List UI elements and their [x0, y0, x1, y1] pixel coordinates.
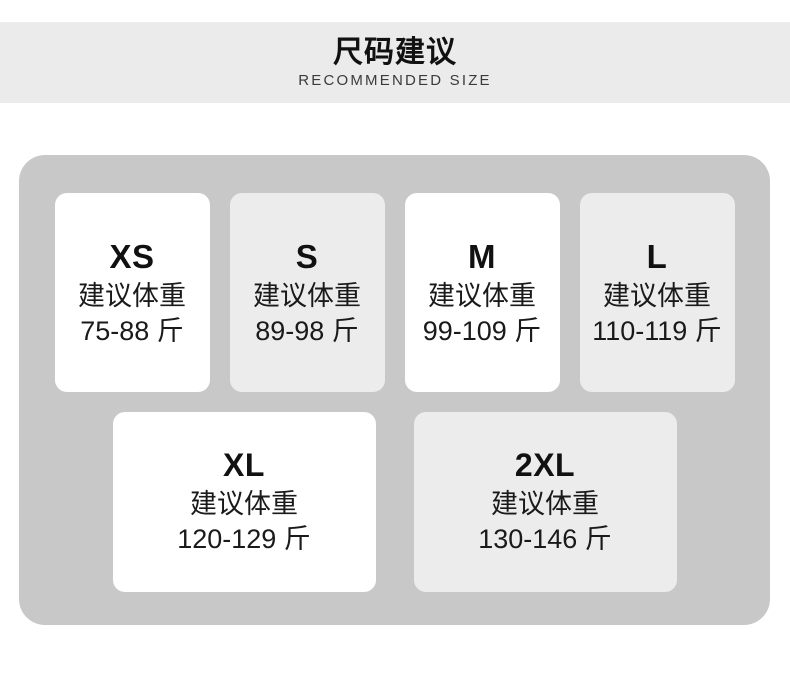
size-card-m[interactable]: M 建议体重 99-109 斤: [404, 193, 560, 392]
page-header: 尺码建议 RECOMMENDED SIZE: [0, 22, 790, 103]
size-card-xs[interactable]: XS 建议体重 75-88 斤: [54, 193, 210, 392]
weight-hint-label: 建议体重: [190, 488, 298, 519]
size-chart-panel: XS 建议体重 75-88 斤 S 建议体重 89-98 斤 M 建议体重 99…: [19, 155, 770, 625]
weight-hint-label: 建议体重: [253, 280, 361, 311]
weight-hint-label: 建议体重: [491, 488, 599, 519]
size-card-2xl[interactable]: 2XL 建议体重 130-146 斤: [413, 412, 677, 592]
size-label: S: [295, 237, 319, 275]
weight-range-value: 89-98 斤: [255, 316, 359, 347]
size-card-s[interactable]: S 建议体重 89-98 斤: [229, 193, 385, 392]
weight-range-value: 130-146 斤: [478, 524, 612, 555]
size-card-l[interactable]: L 建议体重 110-119 斤: [579, 193, 735, 392]
weight-hint-label: 建议体重: [603, 280, 711, 311]
size-label: M: [468, 237, 496, 275]
size-card-xl[interactable]: XL 建议体重 120-129 斤: [112, 412, 376, 592]
size-row-bottom: XL 建议体重 120-129 斤 2XL 建议体重 130-146 斤: [38, 412, 751, 592]
size-label: XL: [223, 446, 265, 483]
size-label: L: [646, 237, 668, 275]
weight-range-value: 120-129 斤: [177, 524, 311, 555]
size-label: 2XL: [514, 446, 576, 483]
weight-hint-label: 建议体重: [78, 280, 186, 311]
weight-hint-label: 建议体重: [428, 280, 536, 311]
size-label: XS: [109, 237, 155, 275]
size-row-top: XS 建议体重 75-88 斤 S 建议体重 89-98 斤 M 建议体重 99…: [38, 193, 751, 392]
weight-range-value: 75-88 斤: [80, 316, 184, 347]
weight-range-value: 99-109 斤: [422, 316, 542, 347]
page-subtitle: RECOMMENDED SIZE: [298, 72, 492, 90]
page-title: 尺码建议: [333, 35, 457, 69]
weight-range-value: 110-119 斤: [592, 316, 722, 347]
